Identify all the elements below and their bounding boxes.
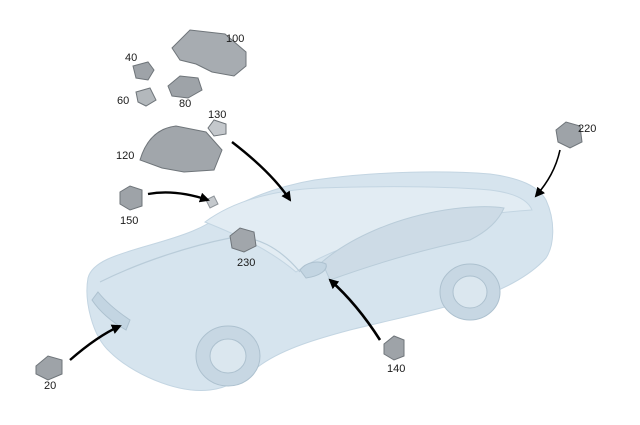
part-100 — [171, 29, 247, 77]
part-80 — [167, 75, 203, 99]
arrows — [69, 141, 561, 361]
callout-100: 100 — [226, 33, 245, 45]
front-wheel — [195, 325, 261, 387]
callout-80: 80 — [179, 98, 192, 110]
part-220 — [555, 121, 583, 149]
part-130 — [207, 119, 227, 137]
parts — [35, 29, 583, 381]
part-150 — [119, 185, 143, 211]
car-illustration — [86, 171, 554, 391]
part-210 — [205, 195, 219, 209]
front-grille — [91, 291, 131, 331]
part-20 — [35, 355, 63, 381]
part-40 — [132, 61, 155, 81]
part-120 — [139, 125, 223, 173]
arrow-140 — [328, 278, 382, 341]
callout-230: 230 — [237, 257, 256, 269]
callout-40: 40 — [125, 52, 138, 64]
callout-150: 150 — [120, 215, 139, 227]
part-230 — [229, 227, 257, 253]
callout-60: 60 — [117, 95, 130, 107]
callout-130: 130 — [208, 109, 227, 121]
rear-wheel — [439, 263, 501, 321]
car-glasshouse — [203, 186, 533, 273]
part-140 — [383, 335, 405, 361]
callout-140: 140 — [387, 363, 406, 375]
arrow-20 — [69, 324, 122, 361]
arrow-220 — [534, 149, 561, 198]
callout-220: 220 — [578, 123, 597, 135]
callout-120: 120 — [116, 150, 135, 162]
side-window — [321, 206, 505, 281]
callout-20: 20 — [44, 380, 57, 392]
arrow-150 — [147, 191, 210, 203]
arrow-120 — [231, 141, 292, 202]
side-mirror — [299, 261, 327, 279]
part-60 — [135, 87, 157, 107]
